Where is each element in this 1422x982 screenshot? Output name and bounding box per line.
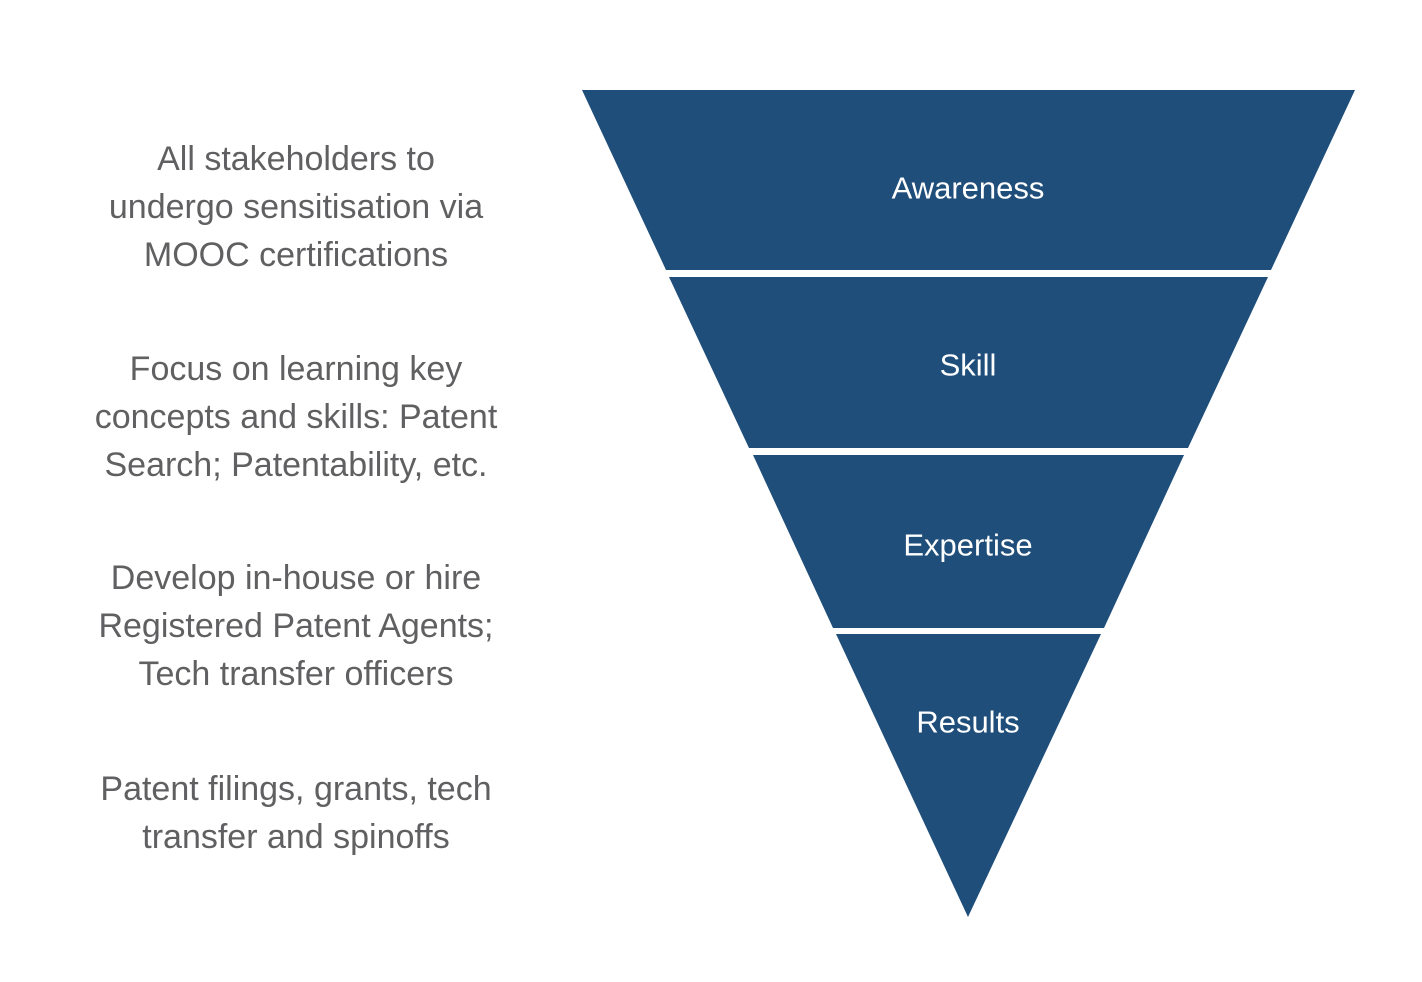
funnel-segment-expertise <box>753 455 1184 628</box>
description-line: Search; Patentability, etc. <box>104 446 488 484</box>
description-line: undergo sensitisation via <box>108 188 484 226</box>
funnel-label-skill: Skill <box>940 348 997 383</box>
description-line: Develop in-house or hire <box>110 559 482 597</box>
funnel-segment-results <box>836 634 1101 917</box>
funnel-label-awareness: Awareness <box>892 171 1045 206</box>
description-line: Registered Patent Agents; <box>98 607 494 645</box>
description-line: MOOC certifications <box>143 236 449 274</box>
description-line: Patent filings, grants, tech <box>100 770 492 808</box>
description-line: All stakeholders to <box>157 140 435 178</box>
stage-description-skill: Focus on learning key concepts and skill… <box>56 345 536 489</box>
stage-description-expertise: Develop in-house or hire Registered Pate… <box>56 554 536 698</box>
funnel-segment-skill <box>669 277 1268 448</box>
funnel-segment-awareness <box>582 90 1355 270</box>
description-line: Focus on learning key <box>129 350 463 388</box>
description-line: transfer and spinoffs <box>142 818 450 856</box>
description-line: concepts and skills: Patent <box>94 398 498 436</box>
description-line: Tech transfer officers <box>138 655 454 693</box>
funnel-label-expertise: Expertise <box>903 528 1032 563</box>
stage-description-results: Patent filings, grants, tech transfer an… <box>56 765 536 861</box>
funnel-label-results: Results <box>916 705 1019 740</box>
stage-description-awareness: All stakeholders to undergo sensitisatio… <box>56 135 536 279</box>
